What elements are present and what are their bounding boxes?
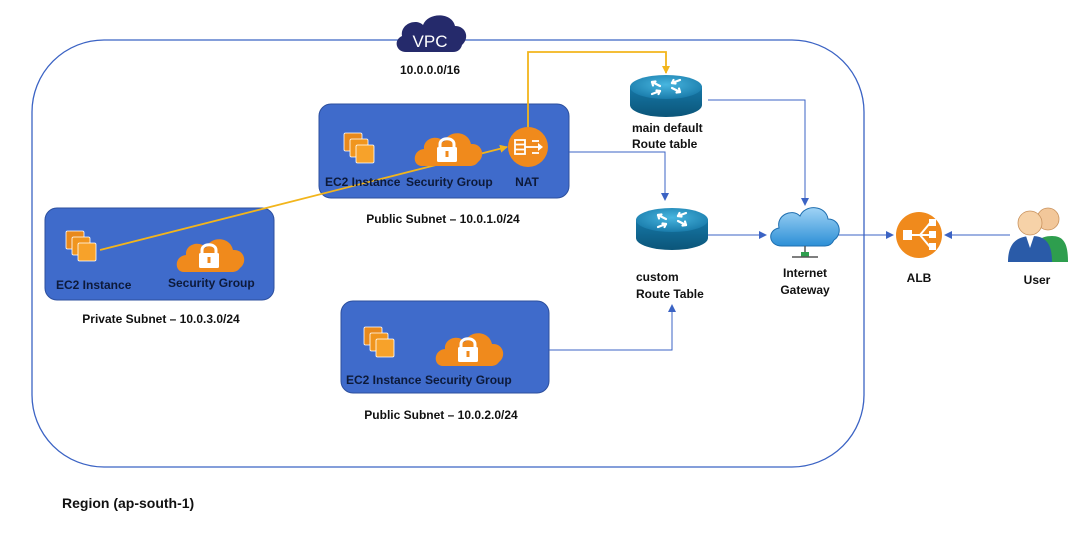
internet-gateway-label-line2: Gateway: [780, 283, 830, 297]
public-subnet-1-caption: Public Subnet – 10.0.1.0/24: [366, 212, 520, 226]
public-subnet-2-security-group-label: Security Group: [425, 373, 512, 387]
main-route-to-igw-connector: [708, 99, 809, 206]
public-subnet-1-ec2-label: EC2 Instance: [325, 175, 401, 189]
public-subnet-1-security-group-label: Security Group: [406, 175, 493, 189]
alb-icon: [896, 212, 942, 258]
custom-route-table-label-line1: custom: [636, 270, 679, 284]
custom-route-table-router-icon: [634, 206, 710, 252]
private-subnet-box: [44, 207, 275, 301]
subnet2-to-custom-route-connector: [549, 304, 676, 351]
public-subnet-2-ec2-label: EC2 Instance: [346, 373, 422, 387]
private-ec2-label: EC2 Instance: [56, 278, 132, 292]
custom-route-table-label-line2: Route Table: [636, 287, 704, 301]
vpc-cloud-icon: VPC: [396, 15, 467, 52]
public-subnet-2-caption: Public Subnet – 10.0.2.0/24: [364, 408, 518, 422]
private-subnet-caption: Private Subnet – 10.0.3.0/24: [82, 312, 240, 326]
vpc-badge-label: VPC: [413, 32, 448, 51]
internet-gateway-label-line1: Internet: [782, 266, 828, 280]
user-label: User: [1023, 273, 1051, 287]
main-route-table-router-icon: [628, 73, 704, 119]
nat-to-main-route-path: [527, 51, 670, 128]
alb-label: ALB: [906, 271, 932, 285]
region-label: Region (ap-south-1): [62, 495, 195, 511]
nat-gateway-icon: [508, 127, 548, 167]
nat-label: NAT: [515, 175, 539, 189]
private-security-group-label: Security Group: [168, 276, 255, 290]
user-icon: [1008, 207, 1068, 262]
vpc-cidr: 10.0.0.0/16: [400, 63, 460, 77]
main-route-table-label-line2: Route table: [632, 137, 698, 151]
nat-to-custom-route-connector: [569, 151, 669, 201]
main-route-table-label-line1: main default: [632, 121, 703, 135]
internet-gateway-cloud-icon: [770, 207, 840, 258]
